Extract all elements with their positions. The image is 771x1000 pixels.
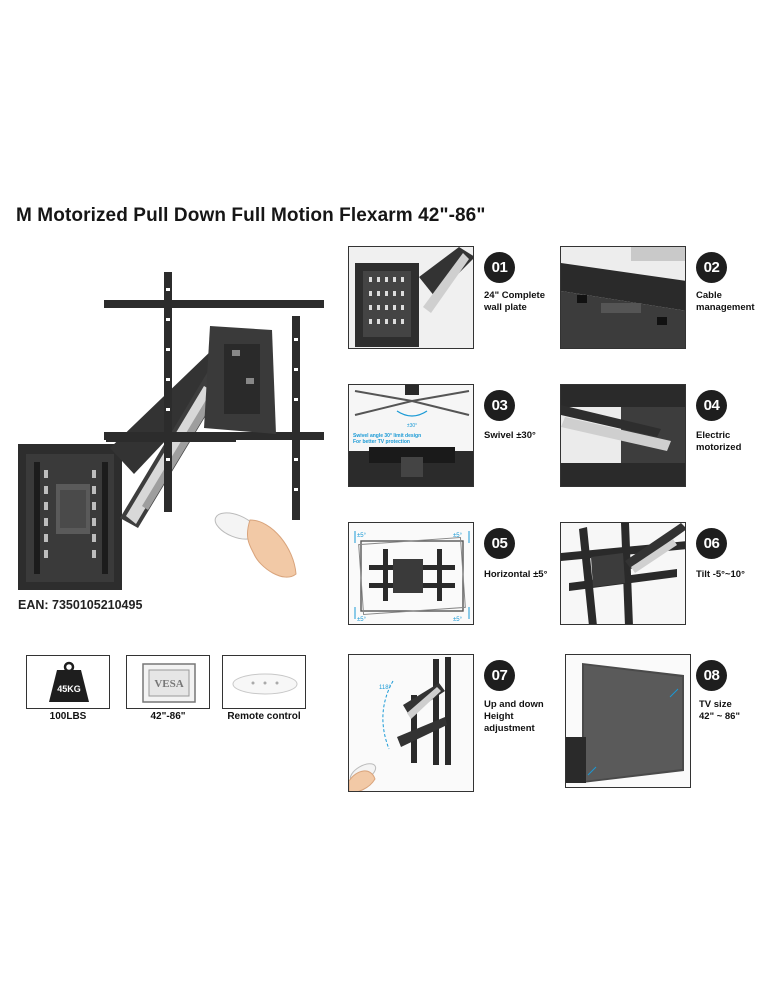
feature-08-image <box>565 654 691 788</box>
weight-icon-text: 45KG <box>57 684 81 694</box>
feature-07-badge: 07 <box>484 660 515 691</box>
feature-05-label: Horizontal ±5° <box>484 569 548 580</box>
corner-label-top-left: ±5° <box>357 533 367 539</box>
feature-01-label: 24" Complete wall plate <box>484 290 545 313</box>
feature-06-image <box>560 522 686 625</box>
feature-08-badge: 08 <box>696 660 727 691</box>
corner-label-top-right: ±5° <box>453 533 463 539</box>
corner-label-bottom-right: ±5° <box>453 617 463 623</box>
feature-01-image <box>348 246 474 349</box>
feature-07-label: Up and down Height adjustment <box>484 699 544 734</box>
feature-04-image <box>560 384 686 487</box>
weight-icon <box>49 661 89 702</box>
corner-label-bottom-left: ±5° <box>357 617 367 623</box>
feature-03-badge: 03 <box>484 390 515 421</box>
feature-05-badge: 05 <box>484 528 515 559</box>
weight-spec-label: 100LBS <box>49 711 87 722</box>
ean-code: EAN: 7350105210495 <box>18 598 143 612</box>
vesa-spec-box: VESA <box>126 655 210 709</box>
feature-08-label: TV size 42" ~ 86" <box>699 699 740 722</box>
feature-04-badge: 04 <box>696 390 727 421</box>
feature-02-badge: 02 <box>696 252 727 283</box>
remote-spec-box <box>222 655 306 709</box>
page-title: M Motorized Pull Down Full Motion Flexar… <box>16 205 486 226</box>
feature-07-image: 118° <box>348 654 474 792</box>
feature-06-badge: 06 <box>696 528 727 559</box>
feature-03-label: Swivel ±30° <box>484 430 536 441</box>
feature-06-label: Tilt -5°~10° <box>696 569 745 580</box>
weight-spec-box: 45KG <box>26 655 110 709</box>
vesa-spec-label: 42"-86" <box>150 711 186 722</box>
feature-02-image <box>560 246 686 349</box>
feature-05-image: ±5° ±5° ±5° ±5° <box>348 522 474 625</box>
tilt-angle-label: 118° <box>379 685 392 691</box>
feature-04-label: Electric motorized <box>696 430 742 453</box>
vesa-icon <box>142 663 196 703</box>
feature-01-badge: 01 <box>484 252 515 283</box>
vesa-icon-text: VESA <box>154 678 183 690</box>
remote-icon <box>232 673 298 695</box>
swivel-angle-note: ±30° <box>407 423 417 429</box>
feature-02-label: Cable management <box>696 290 755 313</box>
remote-spec-label: Remote control <box>227 711 301 722</box>
product-image <box>14 258 326 598</box>
